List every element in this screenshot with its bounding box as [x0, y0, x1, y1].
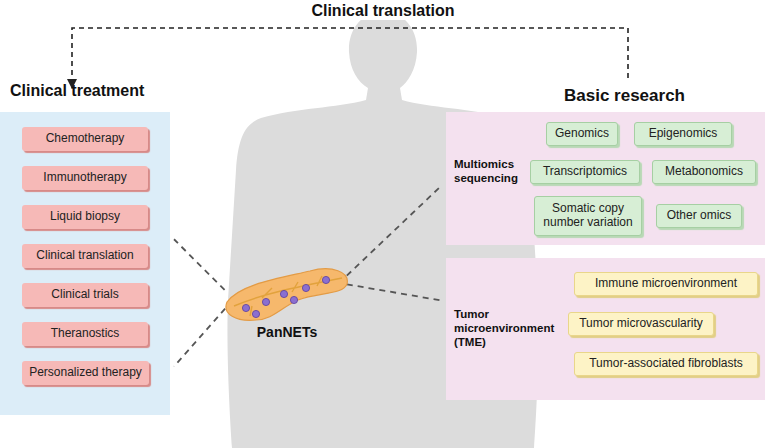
text-box: Clinical translation: [22, 244, 148, 268]
tumor-dot: [322, 276, 329, 283]
pancreas-organ: PanNETs: [222, 262, 352, 346]
tumor-dot: [280, 290, 287, 297]
text-box: Somatic copy number variation: [534, 196, 642, 236]
text-box: Immunotherapy: [22, 166, 148, 190]
tumor-dot: [302, 284, 309, 291]
item-label: Epigenomics: [649, 127, 718, 141]
clinical-translation-bracket: [72, 28, 628, 84]
text-box: Genomics: [546, 122, 618, 146]
item-label: Tumor-associated fibroblasts: [589, 357, 743, 371]
organ-label: PanNETs: [222, 324, 352, 340]
text-box: Tumor-associated fibroblasts: [574, 352, 758, 376]
item-label: Tumor microvascularity: [579, 317, 703, 331]
tumor-dot: [290, 296, 297, 303]
dashed-connector: [174, 300, 232, 366]
text-box: Epigenomics: [634, 122, 732, 146]
treatment-panel: Clinical treatmentChemotherapyImmunother…: [0, 112, 170, 415]
item-label: Transcriptomics: [543, 165, 627, 179]
item-label: Other omics: [667, 209, 732, 223]
pancreas-shape: [222, 262, 352, 324]
dashed-connector: [347, 185, 442, 275]
tme-panel: Tumor microenvironment (TME) Immune micro…: [446, 258, 765, 400]
tumor-dot: [242, 304, 249, 311]
item-label: Genomics: [555, 127, 609, 141]
section-heading: Basic research: [560, 86, 689, 106]
bracket-label: Clinical translation: [307, 2, 458, 20]
panel-heading: Multiomics sequencing: [454, 158, 530, 186]
text-box: Clinical trials: [22, 283, 148, 307]
text-box: Other omics: [656, 204, 742, 228]
text-box: Liquid biopsy: [22, 205, 148, 229]
tumor-dot: [262, 298, 269, 305]
text-box: Chemotherapy: [22, 127, 148, 151]
item-label: Somatic copy number variation: [541, 202, 635, 230]
item-label: Clinical translation: [36, 249, 133, 263]
item-label: Personalized therapy: [29, 366, 142, 380]
text-box: Theranostics: [22, 322, 148, 346]
pancreatic-duct: [234, 276, 342, 316]
text-box: Personalized therapy: [22, 361, 149, 385]
dashed-connector: [174, 239, 225, 290]
omics-panel: Multiomics sequencing Genomics Epigenomics…: [446, 112, 765, 245]
text-box: Immune microenvironment: [574, 272, 758, 296]
item-label: Immune microenvironment: [595, 277, 737, 291]
item-label: Theranostics: [51, 327, 120, 341]
item-label: Liquid biopsy: [50, 210, 120, 224]
text-box: Transcriptomics: [530, 160, 640, 184]
text-box: Metabonomics: [652, 160, 756, 184]
item-label: Chemotherapy: [46, 132, 125, 146]
item-label: Metabonomics: [665, 165, 743, 179]
item-label: Clinical trials: [51, 288, 118, 302]
panel-heading: Clinical treatment: [10, 82, 144, 100]
text-box: Tumor microvascularity: [568, 312, 714, 336]
panel-heading: Tumor microenvironment (TME): [454, 308, 546, 349]
item-label: Immunotherapy: [43, 171, 126, 185]
tumor-dot: [252, 310, 259, 317]
pancreas-outline: [226, 269, 347, 320]
dashed-connector: [347, 284, 442, 300]
